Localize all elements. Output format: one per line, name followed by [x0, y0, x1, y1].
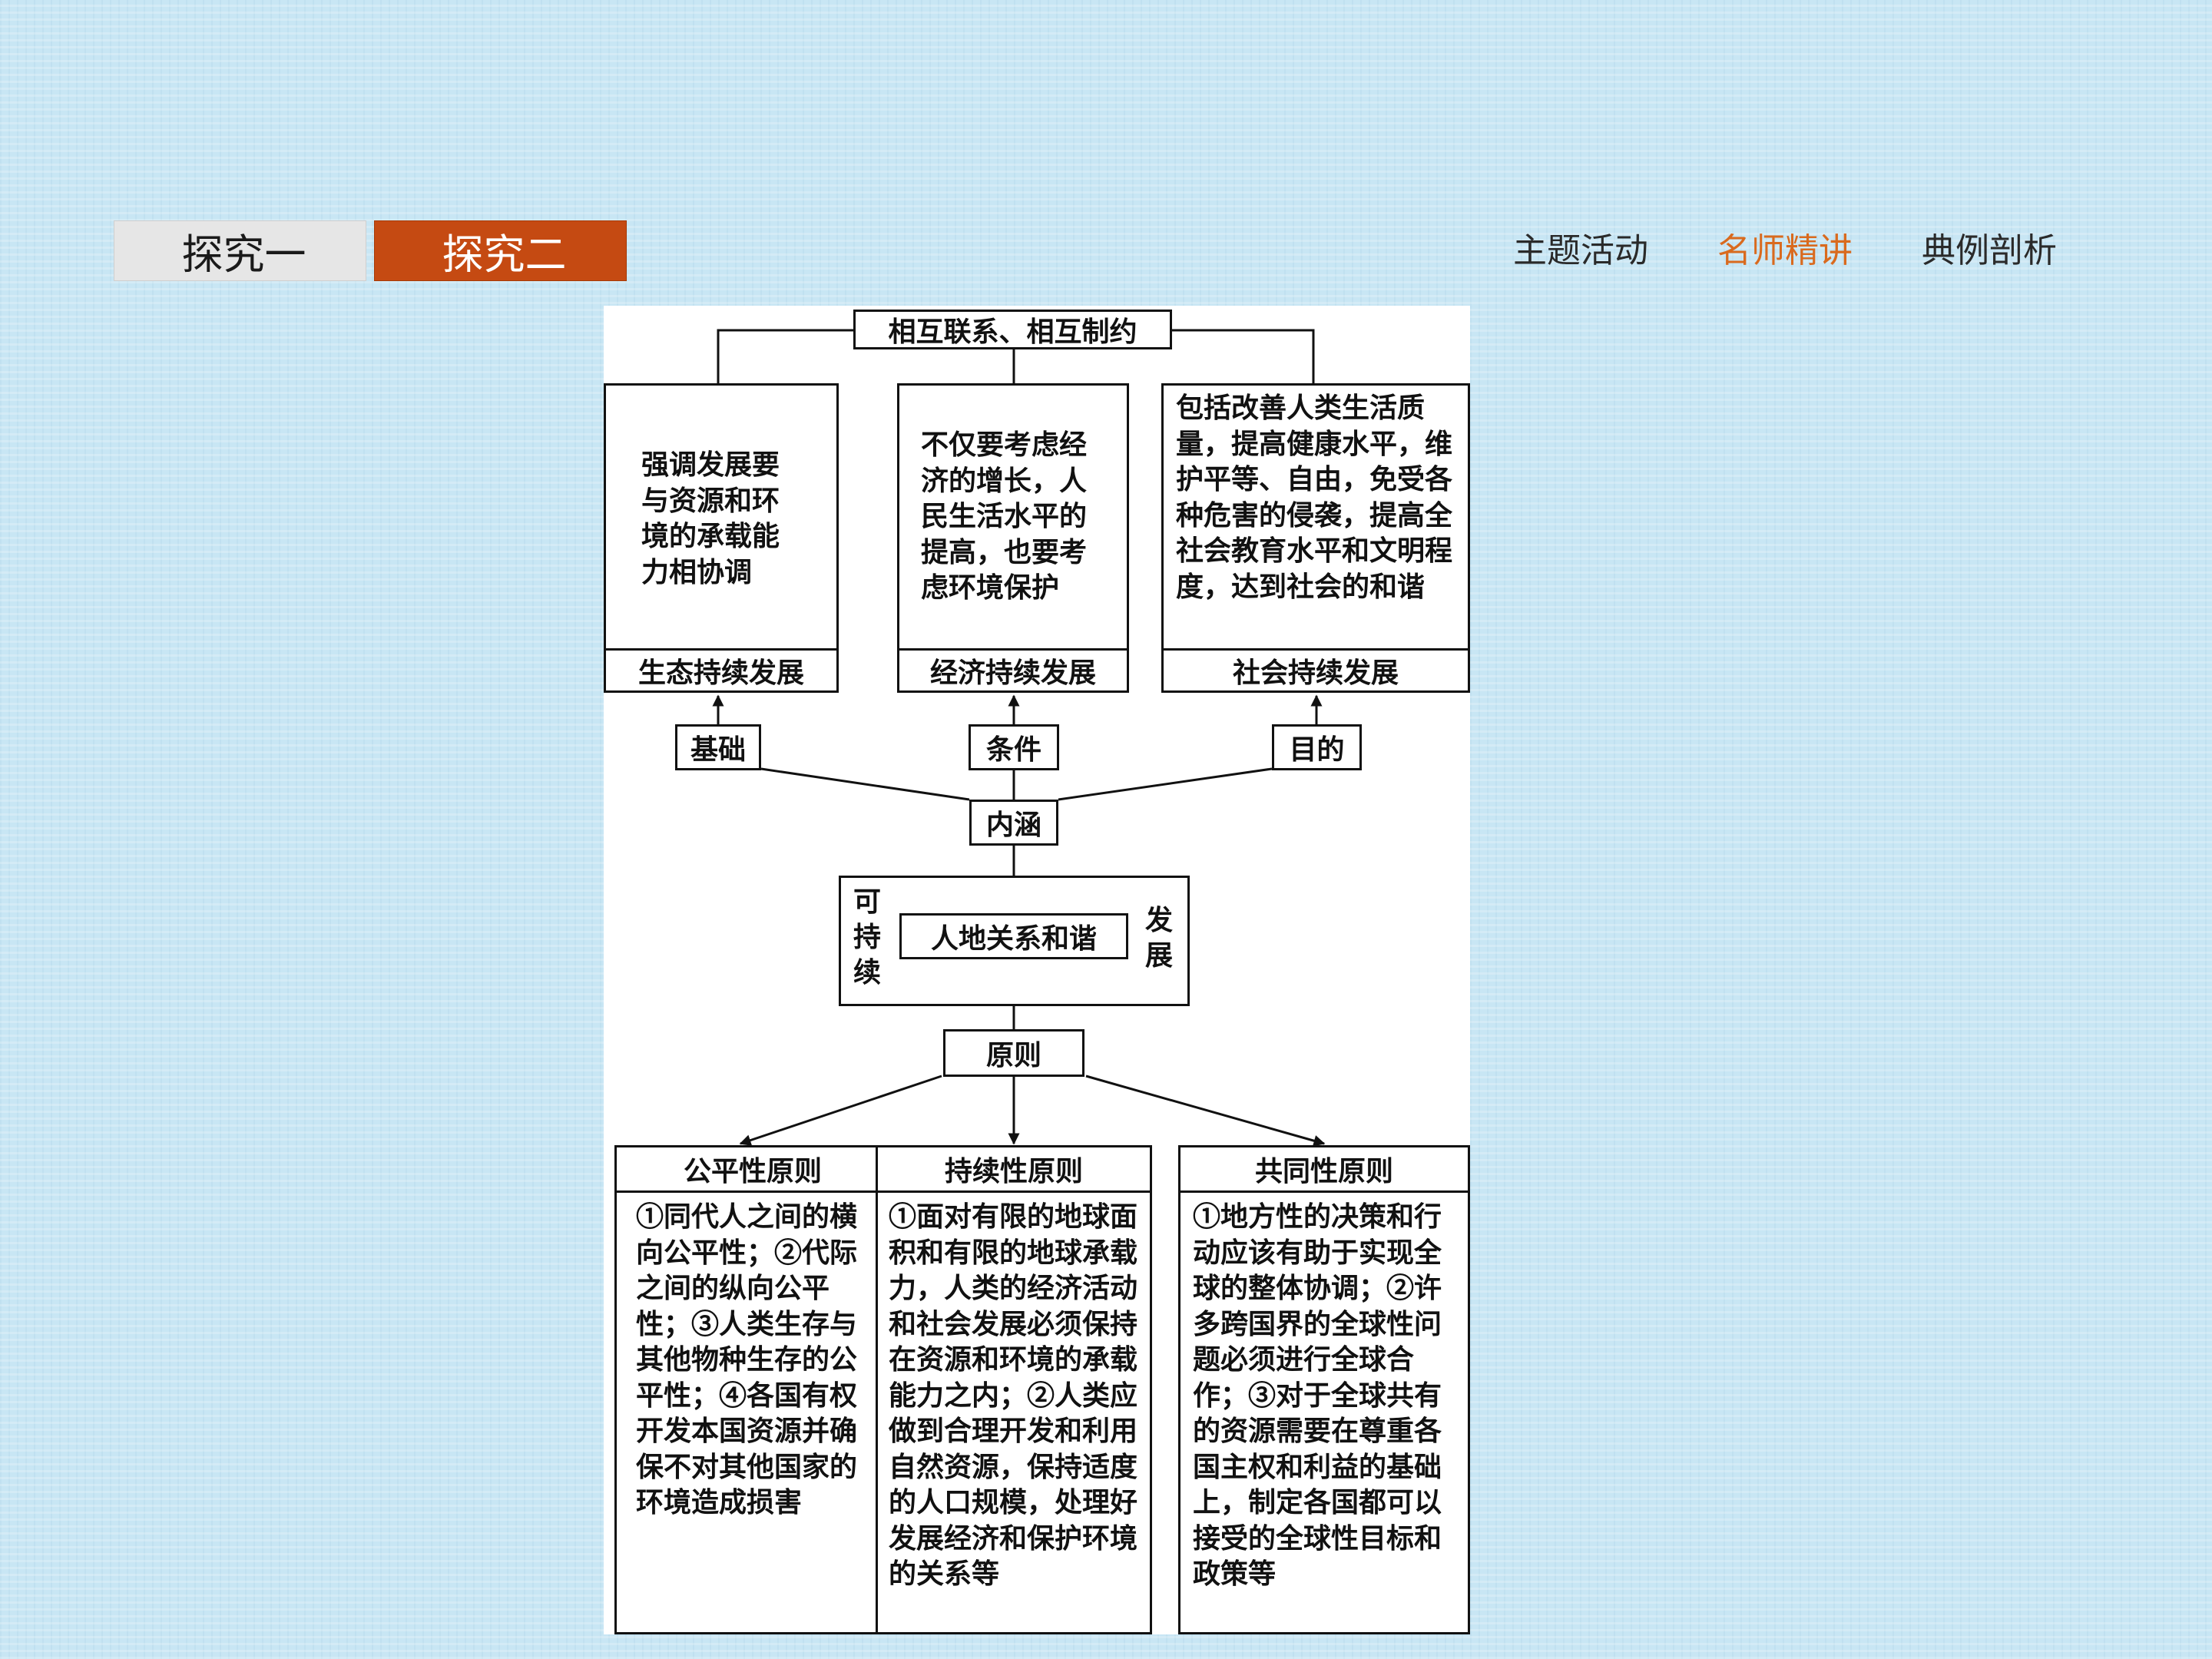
- commonality-principle-title: 共同性原则: [1181, 1147, 1468, 1193]
- diagram-connectors: [712, 329, 1326, 1147]
- relation-condition-box: 条件: [969, 724, 1059, 770]
- tab-explore-2[interactable]: 探究二: [374, 220, 627, 281]
- fairness-principle-box: 公平性原则 ①同代人之间的横向公平性；②代际之间的纵向公平性；③人类生存与其他物…: [614, 1145, 891, 1634]
- economy-title-box: 经济持续发展: [897, 648, 1129, 693]
- ecology-body-text: 强调发展要与资源和环境的承载能力相协调: [641, 449, 780, 588]
- fairness-principle-body: ①同代人之间的横向公平性；②代际之间的纵向公平性；③人类生存与其他物种生存的公平…: [636, 1200, 858, 1518]
- connotation-box: 内涵: [969, 800, 1058, 846]
- nav-teacher-lecture[interactable]: 名师精讲: [1717, 231, 1853, 270]
- principle-box: 原则: [943, 1029, 1084, 1077]
- line-connotation-goal: [1058, 767, 1273, 801]
- continuity-principle-body: ①面对有限的地球面积和有限的地球承载力，人类的经济活动和社会发展必须保持在资源和…: [889, 1200, 1138, 1590]
- concept-diagram: 相互联系、相互制约 强调发展要与资源和环境的承载能力相协调 生态持续发展 不仅要…: [604, 306, 1470, 1634]
- society-title-box: 社会持续发展: [1161, 648, 1470, 693]
- line-connotation-basis: [760, 767, 970, 801]
- continuity-principle-title: 持续性原则: [878, 1147, 1150, 1193]
- relation-basis-box: 基础: [675, 724, 761, 770]
- economy-body-text: 不仅要考虑经济的增长，人民生活水平的提高，也要考虑环境保护: [921, 429, 1088, 604]
- commonality-principle-body: ①地方性的决策和行动应该有助于实现全球的整体协调；②许多跨国界的全球性问题必须进…: [1193, 1200, 1442, 1590]
- tab-explore-1[interactable]: 探究一: [114, 220, 366, 281]
- core-right-vertical-text: 发展: [1144, 904, 1173, 972]
- arrow-principle-fairness: [739, 1075, 942, 1146]
- top-bracket-left: [717, 329, 853, 384]
- nav-example-analysis[interactable]: 典例剖析: [1922, 231, 2057, 270]
- fairness-principle-title: 公平性原则: [617, 1147, 889, 1193]
- ecology-title-box: 生态持续发展: [604, 648, 839, 693]
- commonality-principle-box: 共同性原则 ①地方性的决策和行动应该有助于实现全球的整体协调；②许多跨国界的全球…: [1178, 1145, 1470, 1634]
- top-bracket-right: [1172, 329, 1315, 384]
- society-body-box: 包括改善人类生活质量，提高健康水平，维护平等、自由，免受各种危害的侵袭，提高全社…: [1161, 383, 1470, 651]
- core-left-vertical-text: 可持续: [853, 886, 881, 988]
- economy-body-box: 不仅要考虑经济的增长，人民生活水平的提高，也要考虑环境保护: [897, 383, 1129, 651]
- continuity-principle-box: 持续性原则 ①面对有限的地球面积和有限的地球承载力，人类的经济活动和社会发展必须…: [876, 1145, 1152, 1634]
- top-label-box: 相互联系、相互制约: [853, 310, 1172, 349]
- relation-goal-box: 目的: [1272, 724, 1362, 770]
- core-center-box: 人地关系和谐: [899, 913, 1128, 959]
- ecology-body-box: 强调发展要与资源和环境的承载能力相协调: [604, 383, 839, 651]
- arrow-principle-commonality: [1085, 1075, 1326, 1147]
- nav-theme-activity[interactable]: 主题活动: [1513, 231, 1648, 270]
- society-body-text: 包括改善人类生活质量，提高健康水平，维护平等、自由，免受各种危害的侵袭，提高全社…: [1176, 392, 1453, 603]
- sustainable-development-box: 可持续 人地关系和谐 发展: [839, 876, 1190, 1006]
